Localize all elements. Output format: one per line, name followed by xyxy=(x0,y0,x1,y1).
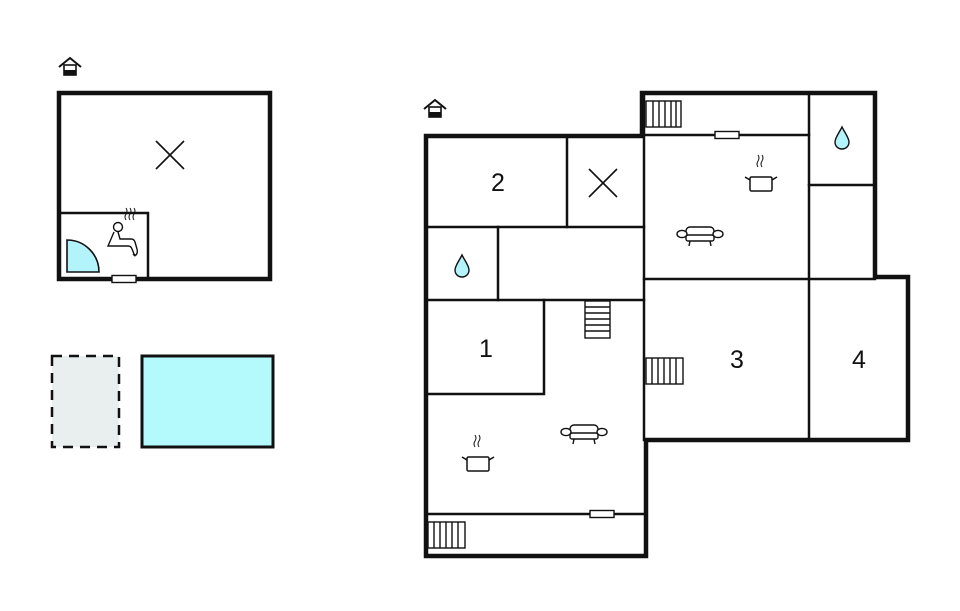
stairs-icon xyxy=(645,100,682,128)
room-label-1: 1 xyxy=(479,335,493,363)
sofa-icon xyxy=(560,424,608,445)
window-icon xyxy=(714,130,740,140)
sauna-icon xyxy=(106,207,139,257)
stairs-icon xyxy=(584,300,611,339)
room-label-3: 3 xyxy=(730,346,744,374)
terrace-area xyxy=(50,354,121,449)
water-drop-icon xyxy=(454,254,470,278)
stairs-icon xyxy=(427,521,466,549)
room-label-4: 4 xyxy=(852,346,866,374)
sauna-room-wall xyxy=(58,211,150,280)
water-drop-icon xyxy=(834,126,850,150)
pool-area xyxy=(140,354,275,449)
main-house-outer-wall xyxy=(423,90,911,559)
window-icon xyxy=(111,274,137,284)
cooking-pot-icon xyxy=(461,434,495,472)
main-house: 2 1 3 4 xyxy=(423,90,911,559)
stairs-icon xyxy=(645,357,684,385)
cross-mark-icon xyxy=(588,168,618,198)
outbuilding xyxy=(56,57,273,284)
window-icon xyxy=(589,509,615,519)
outbuilding-outer-wall xyxy=(56,90,273,282)
room-label-2: 2 xyxy=(491,169,505,197)
sofa-icon xyxy=(676,226,724,247)
entrance-house-icon xyxy=(58,57,82,76)
cooking-pot-icon xyxy=(744,154,778,192)
entrance-house-icon xyxy=(423,99,447,118)
wall xyxy=(424,298,546,396)
cross-mark-icon xyxy=(155,140,185,170)
shower-quarter-circle-icon xyxy=(66,239,100,273)
